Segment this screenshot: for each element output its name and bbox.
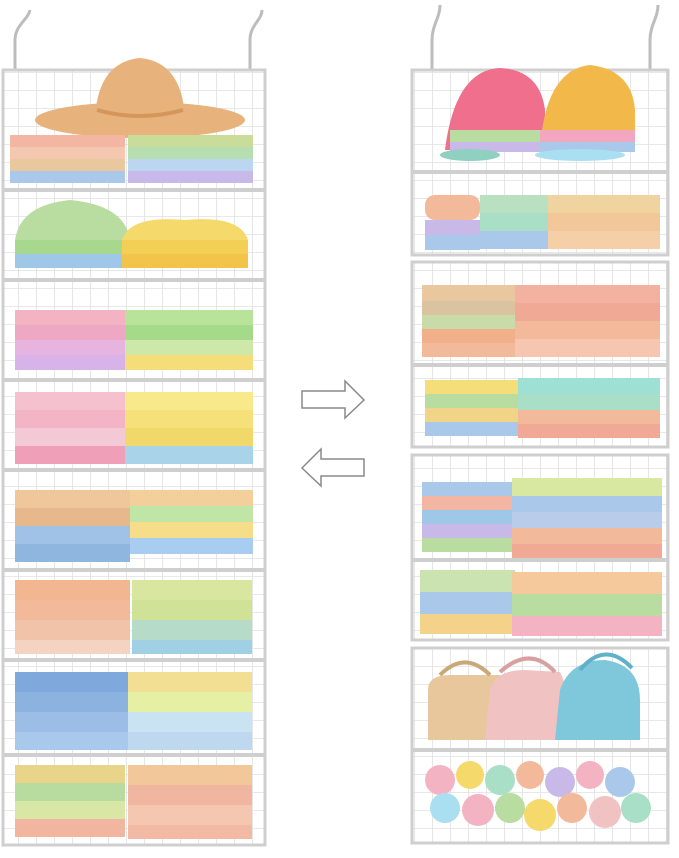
shelf-8-clothes (15, 765, 252, 839)
shelf-2-clothes (15, 200, 248, 268)
arrow-right-icon (301, 379, 366, 420)
left-hook-1 (13, 9, 32, 70)
handbags (428, 652, 640, 740)
shelf-1-clothes (10, 135, 253, 183)
right-shelf-2-items (425, 195, 660, 250)
shelf-5-clothes (15, 490, 253, 562)
right-shelf-3-items (422, 285, 660, 357)
left-shelves (3, 188, 265, 757)
caps (440, 65, 635, 161)
right-shelf-5-items (422, 478, 662, 558)
shelf-7-clothes (15, 672, 252, 750)
right-hook-1 (430, 4, 442, 70)
sun-hat (35, 58, 245, 138)
shelf-6-clothes (15, 580, 252, 654)
right-hook-2 (648, 4, 660, 70)
right-shelf-4-items (425, 378, 660, 438)
arrow-left-icon (300, 447, 365, 488)
yarn-balls (425, 761, 651, 831)
right-shelf-6-items (420, 570, 662, 636)
left-hook-2 (248, 9, 264, 70)
left-organizer (1, 9, 267, 847)
shelf-4-clothes (15, 392, 253, 464)
right-organizer (410, 4, 670, 845)
shelf-3-clothes (15, 310, 253, 370)
